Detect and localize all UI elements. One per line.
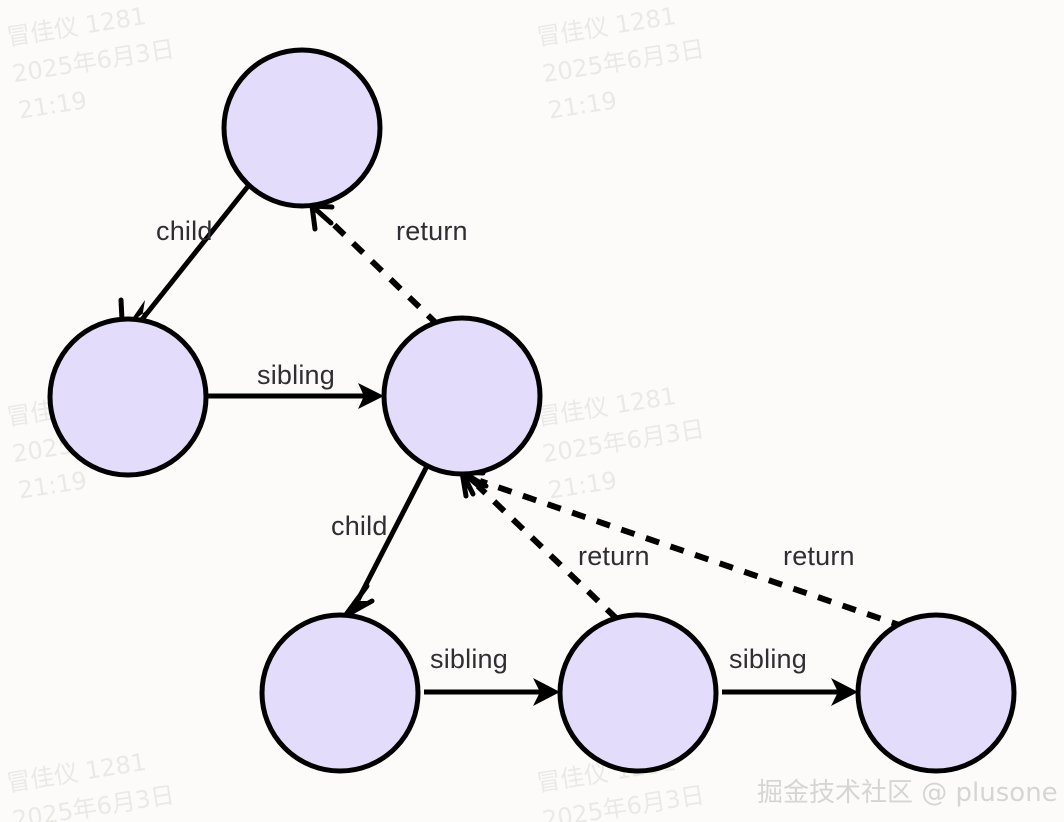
node-d[interactable] xyxy=(557,612,719,774)
arrow-head-icon xyxy=(309,203,335,232)
edge-label-child-root-a: child xyxy=(156,216,213,246)
node-root[interactable] xyxy=(221,47,383,209)
edge-label-return-d-b: return xyxy=(578,541,650,571)
edge-line xyxy=(475,483,620,622)
edge-label-sibling-a-b: sibling xyxy=(257,360,335,390)
edge-line xyxy=(138,183,251,324)
edge-b-child-c xyxy=(342,464,430,619)
arrow-head-icon xyxy=(342,583,375,619)
node-a[interactable] xyxy=(47,316,209,478)
node-b[interactable] xyxy=(381,315,543,477)
edge-label-sibling-d-e: sibling xyxy=(729,644,807,674)
arrow-head-fill xyxy=(533,678,560,706)
edge-label-sibling-c-d: sibling xyxy=(430,644,508,674)
arrow-head-fill xyxy=(358,383,384,409)
edge-label-return-e-b: return xyxy=(783,541,855,571)
edge-label-child-b-c: child xyxy=(331,511,388,541)
edge-line xyxy=(479,478,906,630)
arrow-head-fill xyxy=(831,678,858,706)
edge-root-child-a xyxy=(118,183,251,326)
edge-a-sibling-b xyxy=(208,383,384,409)
edge-label-return-b-root: return xyxy=(396,216,468,246)
node-e[interactable] xyxy=(855,612,1017,774)
edge-d-sibling-e xyxy=(722,678,858,706)
footer-watermark: 掘金技术社区 @ plusone xyxy=(757,778,1058,808)
edge-line xyxy=(355,464,430,602)
edge-c-sibling-d xyxy=(424,678,560,706)
node-c[interactable] xyxy=(259,612,421,774)
